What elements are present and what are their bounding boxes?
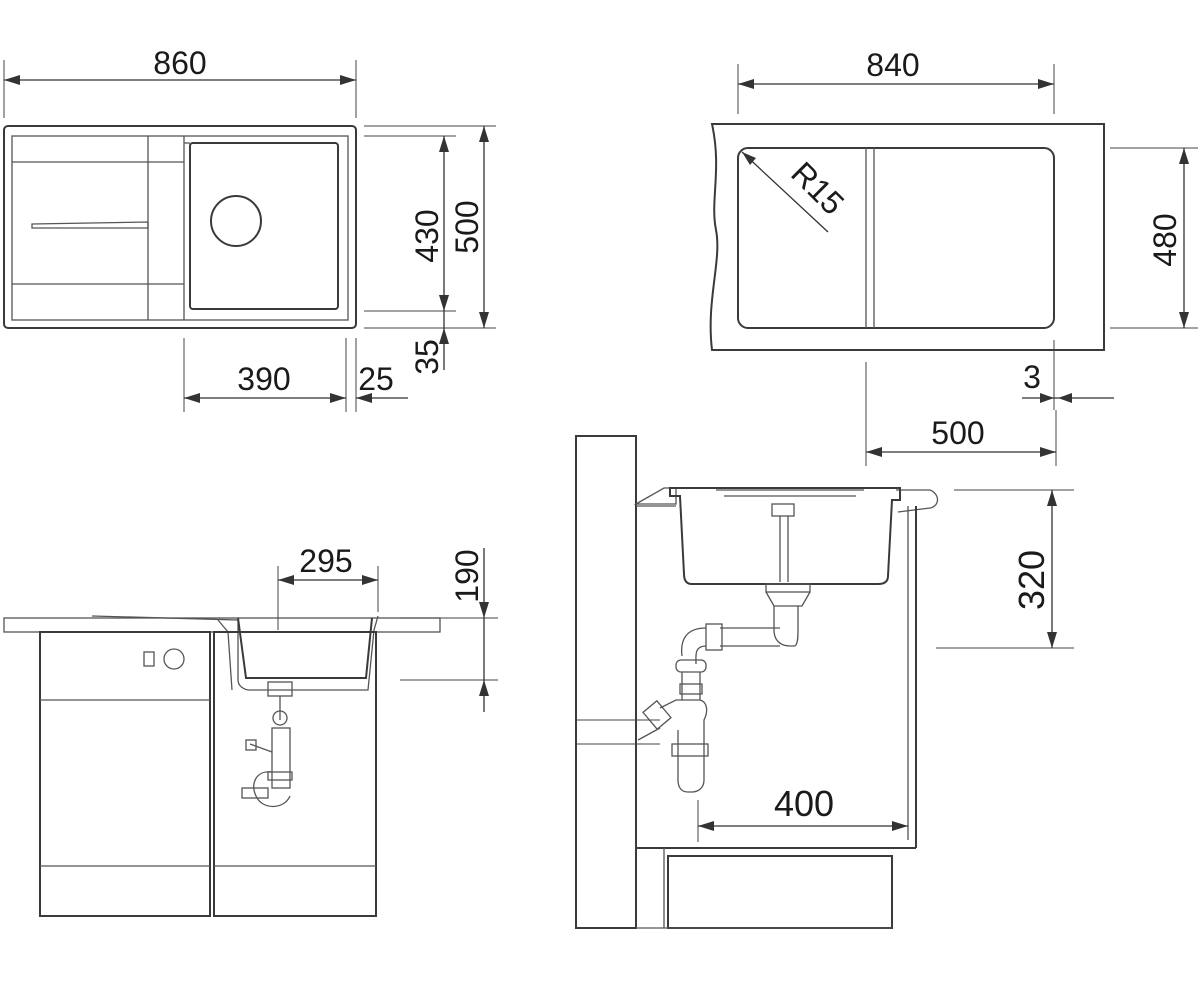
dim-overhang-3: 3 [1022,340,1114,410]
dim-label-190: 190 [449,549,485,602]
dim-edge-35: 35 [409,311,449,375]
cutout-outline [737,147,1055,329]
sink-inner-rim [11,135,349,321]
side-section: 320 400 [575,435,1074,929]
dim-depth-480: 480 [1110,147,1198,329]
dim-label-480: 480 [1147,213,1183,266]
dim-label-500b: 500 [931,415,984,451]
dim-label-860: 860 [153,45,206,81]
base-cabinet [576,506,917,929]
control-knob [163,648,185,670]
dim-drain-400: 400 [697,783,908,842]
dim-label-295: 295 [299,543,352,579]
drain-hole [210,195,262,247]
sink-bowl [189,142,339,310]
dim-label-840: 840 [866,47,919,83]
sink-outline [3,125,357,329]
front-elevation: 295 190 [3,543,498,917]
dim-label-25: 25 [358,361,394,397]
dim-label-430: 430 [409,209,445,262]
cutout-template: R15 840 480 3 [709,47,1198,466]
dim-bowl-430: 430 [364,135,456,312]
dim-label-r15: R15 [784,155,851,222]
radius-leader [741,151,829,233]
drain-trap [241,681,293,808]
dim-bowl-inner-295: 295 [277,543,379,630]
dim-label-3: 3 [1023,359,1041,395]
dim-cabinet-500: 500 [865,362,1057,466]
sink-bowl-section [237,617,373,679]
drain-trap-side [637,606,799,793]
dim-label-35: 35 [409,339,445,375]
dim-rim-25: 25 [356,361,408,403]
wall-section [575,435,637,929]
dim-width-860: 860 [3,45,357,118]
dim-height-320: 320 [936,489,1074,649]
dim-label-400: 400 [774,783,834,824]
drainer-board [12,136,185,320]
sink-cabinet [213,631,377,917]
dim-label-500: 500 [449,200,485,253]
cabinet-plinth [667,855,893,929]
dim-width-840: 840 [737,47,1055,114]
control-button [143,651,155,667]
dim-bowl-width-390: 390 [183,338,357,412]
sink-bowl-section [669,487,901,585]
dim-label-320: 320 [1011,550,1052,610]
sink-plan-view: 860 500 430 35 [3,45,496,412]
dishwasher-cabinet [39,631,211,917]
dim-depth-500: 500 [364,125,496,329]
worktop-outline [709,123,1105,351]
dim-label-390: 390 [237,361,290,397]
dim-bowl-height-190: 190 [400,548,498,712]
